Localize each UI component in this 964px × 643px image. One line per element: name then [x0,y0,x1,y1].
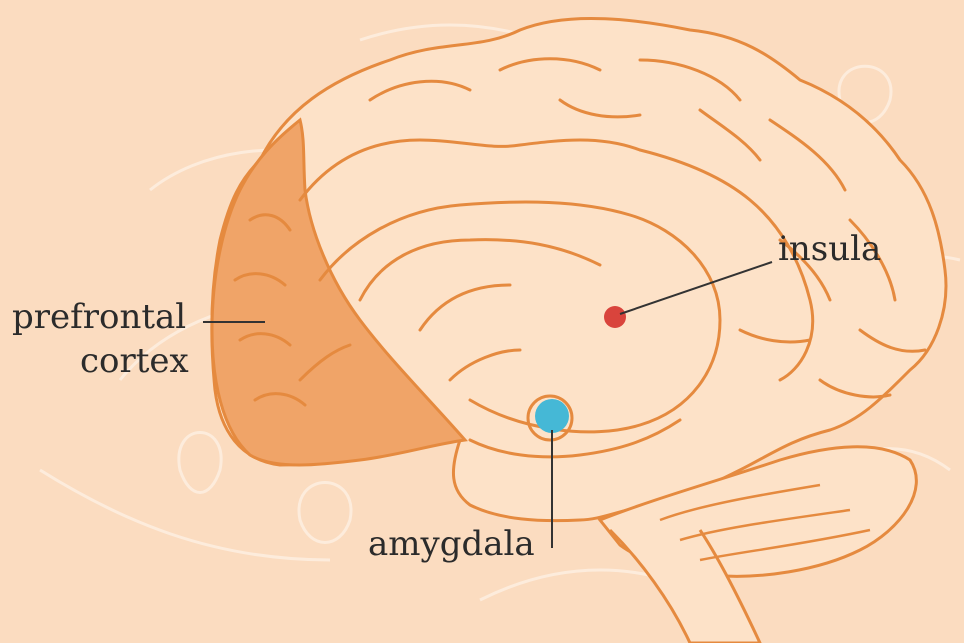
prefrontal-label-line1: prefrontal [12,297,186,337]
insula-dot [604,306,626,328]
prefrontal-label-line2: cortex [80,341,189,381]
amygdala-label: amygdala [368,524,535,564]
insula-label: insula [778,229,881,269]
amygdala-dot [535,399,569,433]
